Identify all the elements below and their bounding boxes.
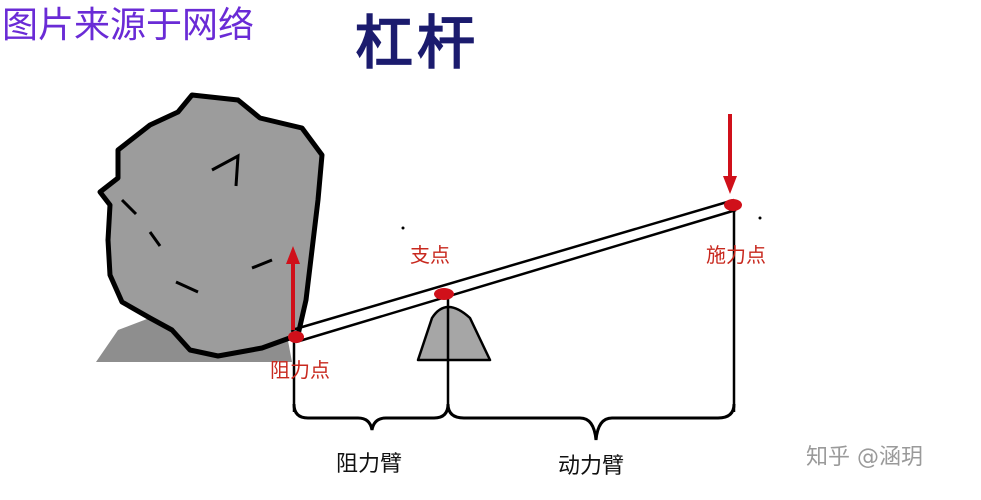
- fulcrum-base: [416, 305, 492, 362]
- load-arm-brace: [292, 403, 450, 431]
- watermark: 知乎 @涵玥: [806, 445, 923, 470]
- rock: [97, 92, 325, 359]
- load-point-dot: [288, 331, 304, 343]
- rock-crack: [120, 198, 138, 216]
- rock-crack: [148, 231, 162, 247]
- effort-arm-label: 动力臂: [558, 454, 625, 479]
- diagram-title: 杠杆: [355, 9, 480, 77]
- fulcrum-point-dot: [434, 288, 454, 300]
- rock-crack: [175, 280, 199, 294]
- effort-point-label: 施力点: [706, 243, 766, 267]
- load-point-label: 阻力点: [270, 358, 330, 382]
- effort-arm-brace: [446, 403, 736, 441]
- fulcrum-label: 支点: [410, 243, 450, 267]
- lever-bar: [290, 198, 737, 344]
- effort-force-arrow-down-icon: [723, 114, 737, 194]
- speck: [401, 226, 405, 230]
- rock-crack: [251, 258, 273, 270]
- source-note: 图片来源于网络: [2, 5, 255, 46]
- speck: [758, 216, 762, 220]
- load-arm-label: 阻力臂: [336, 452, 403, 477]
- load-force-arrow-up-icon: [286, 246, 300, 330]
- effort-point-dot: [724, 199, 742, 211]
- rock-crack: [211, 153, 240, 187]
